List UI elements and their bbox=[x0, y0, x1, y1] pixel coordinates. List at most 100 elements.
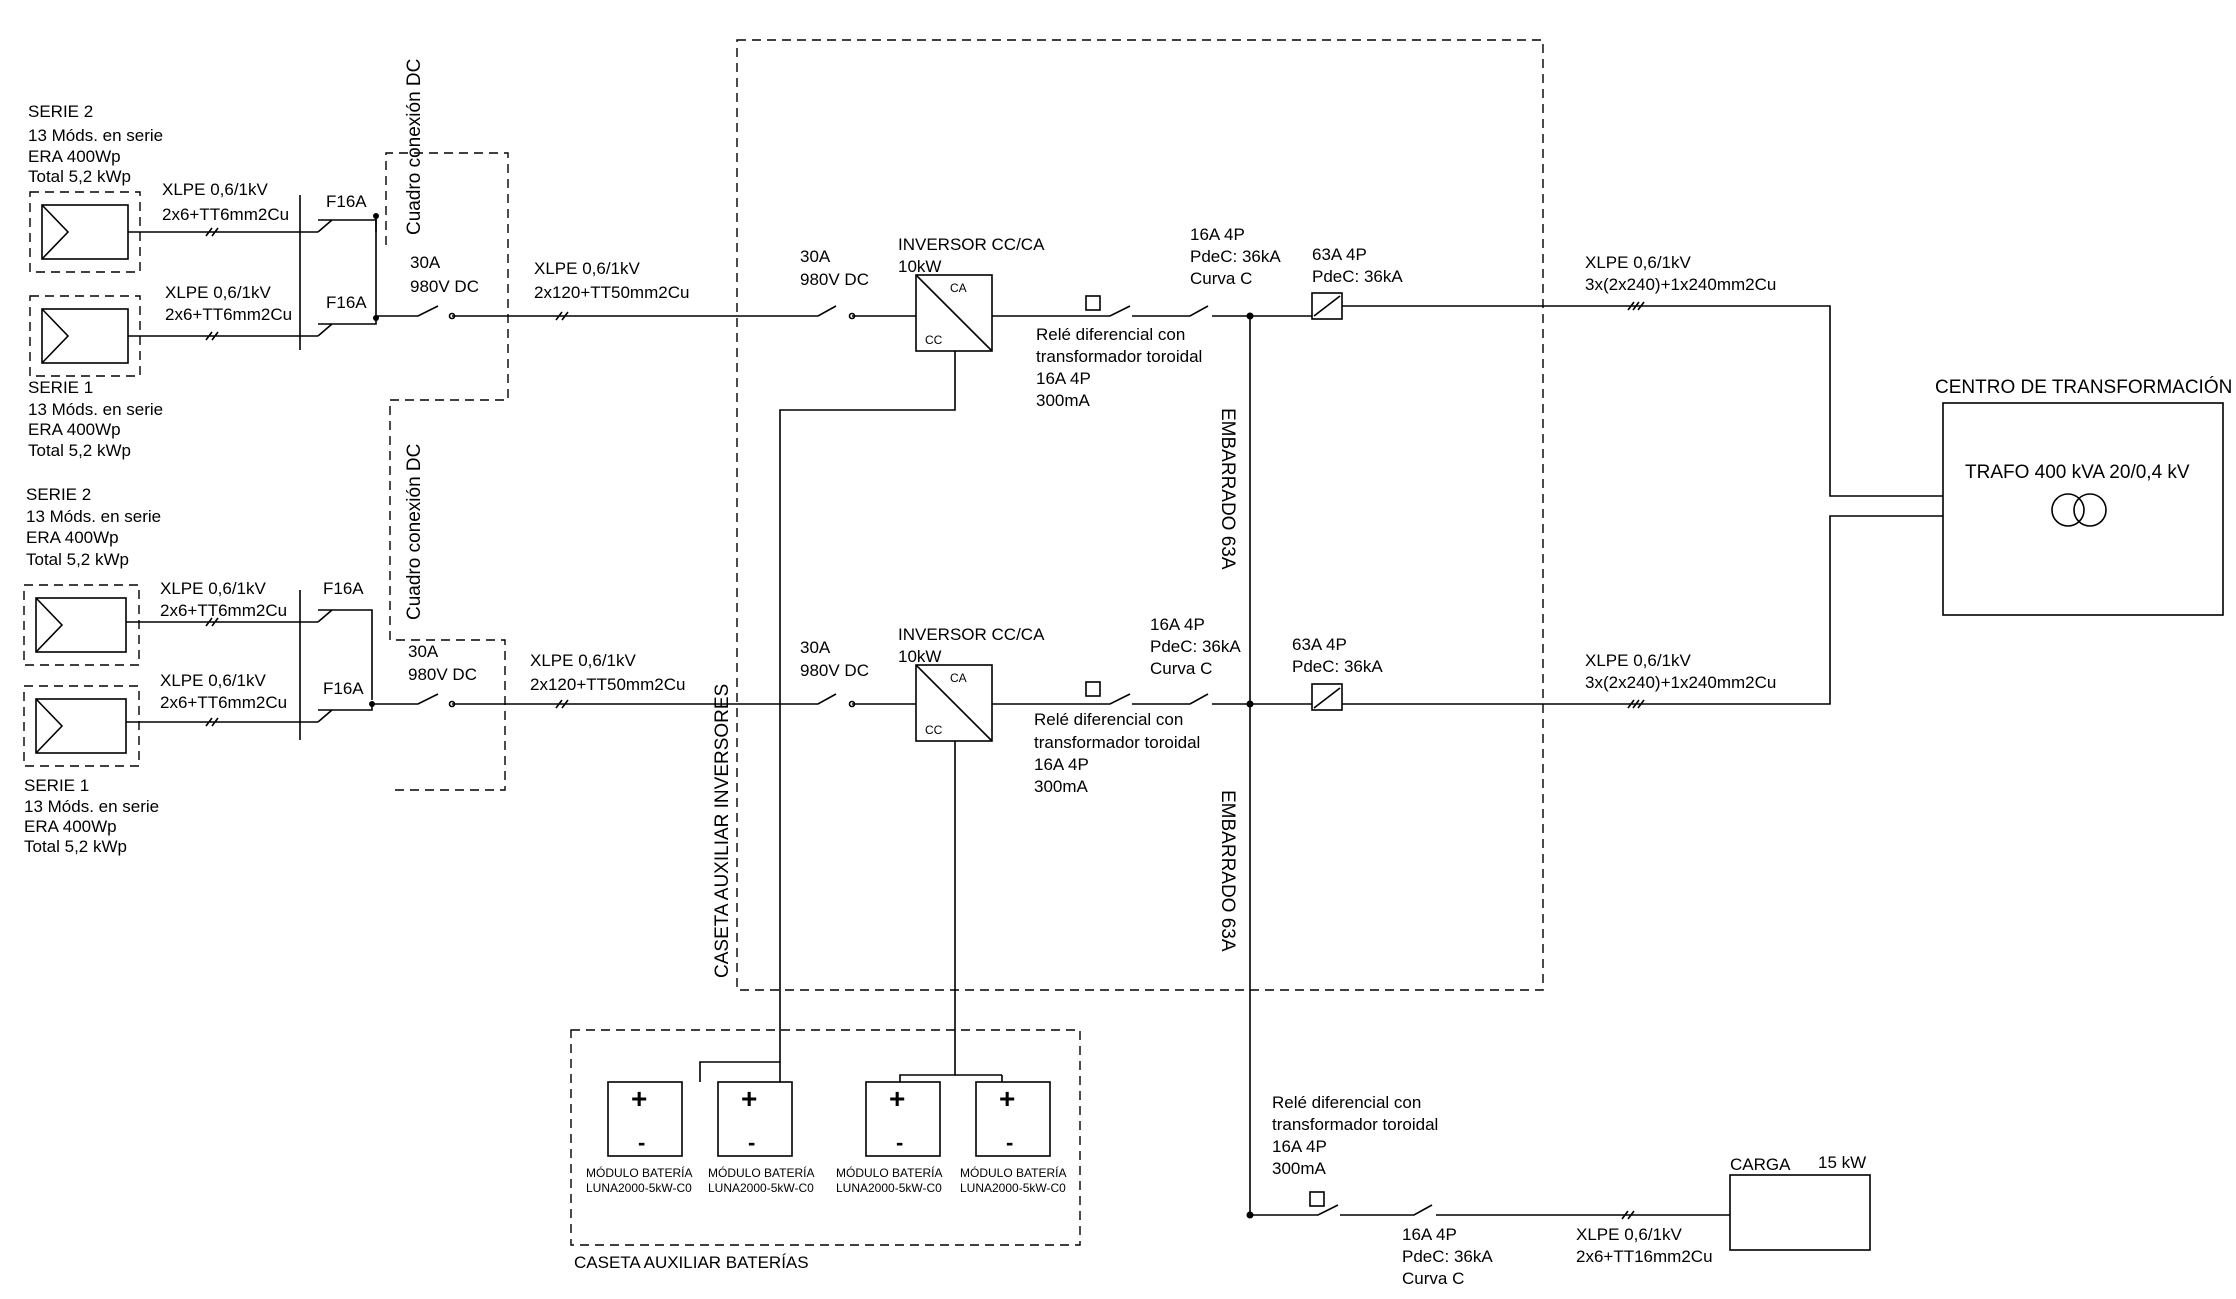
battery-module-1: + - MÓDULO BATERÍA LUNA2000-5kW-C0 bbox=[586, 1081, 692, 1195]
label-bottom-serie1: SERIE 1 13 Móds. en serie ERA 400Wp Tota… bbox=[24, 776, 159, 856]
transformation-centre bbox=[1942, 402, 2224, 616]
fuse-t1: F16A bbox=[326, 293, 367, 312]
dc-switch-top-b: 980V DC bbox=[410, 277, 479, 296]
relay-bot-1: Relé diferencial con bbox=[1034, 710, 1183, 729]
dc-feeder-bottom bbox=[372, 693, 916, 709]
ac-protection-top bbox=[1070, 292, 1458, 320]
b63-bot-1: 63A 4P bbox=[1292, 635, 1347, 654]
load-line bbox=[1246, 1191, 1730, 1220]
dc-switch-top-a: 30A bbox=[410, 253, 441, 272]
svg-text:+: + bbox=[631, 1083, 647, 1114]
svg-text:13 Móds. en serie: 13 Móds. en serie bbox=[24, 797, 159, 816]
inverter-bottom-power: 10kW bbox=[898, 647, 941, 666]
svg-text:CA: CA bbox=[950, 281, 967, 295]
svg-text:MÓDULO BATERÍA: MÓDULO BATERÍA bbox=[586, 1165, 692, 1180]
b16-top-2: PdeC: 36kA bbox=[1190, 247, 1281, 266]
battery-module-3: + - MÓDULO BATERÍA LUNA2000-5kW-C0 bbox=[836, 1081, 942, 1195]
inverter-top-title: INVERSOR CC/CA bbox=[898, 235, 1045, 254]
svg-text:+: + bbox=[999, 1083, 1015, 1114]
dc-box-title-bottom: Cuadro conexión DC bbox=[404, 444, 425, 620]
svg-text:13 Móds. en serie: 13 Móds. en serie bbox=[26, 507, 161, 526]
inverter-bottom-title: INVERSOR CC/CA bbox=[898, 625, 1045, 644]
load-box bbox=[1729, 1174, 1871, 1251]
svg-text:MÓDULO BATERÍA: MÓDULO BATERÍA bbox=[708, 1165, 814, 1180]
string-cable-b2b: 2x6+TT6mm2Cu bbox=[160, 601, 287, 620]
relay-top-2: transformador toroidal bbox=[1036, 347, 1202, 366]
ac-cable-bot-b: 3x(2x240)+1x240mm2Cu bbox=[1585, 673, 1776, 692]
battery-link-top bbox=[699, 351, 956, 1082]
svg-text:LUNA2000-5kW-C0: LUNA2000-5kW-C0 bbox=[708, 1181, 814, 1195]
fuse-b2: F16A bbox=[323, 579, 364, 598]
svg-text:ERA 400Wp: ERA 400Wp bbox=[28, 420, 121, 439]
battery-cabin-title: CASETA AUXILIAR BATERÍAS bbox=[574, 1253, 809, 1272]
ac-cable-top-b: 3x(2x240)+1x240mm2Cu bbox=[1585, 275, 1776, 294]
svg-text:SERIE 1: SERIE 1 bbox=[28, 378, 93, 397]
relay-load-1: Relé diferencial con bbox=[1272, 1093, 1421, 1112]
inverter-bottom: CA CC bbox=[915, 664, 1070, 742]
relay-top-4: 300mA bbox=[1036, 391, 1091, 410]
label-top-serie1: SERIE 1 13 Móds. en serie ERA 400Wp Tota… bbox=[28, 378, 163, 460]
svg-text:LUNA2000-5kW-C0: LUNA2000-5kW-C0 bbox=[586, 1181, 692, 1195]
dc-cable-top-b: 2x120+TT50mm2Cu bbox=[534, 283, 689, 302]
b16-top-1: 16A 4P bbox=[1190, 225, 1245, 244]
load-title: CARGA bbox=[1730, 1155, 1791, 1174]
svg-text:CA: CA bbox=[950, 671, 967, 685]
svg-text:ERA 400Wp: ERA 400Wp bbox=[28, 147, 121, 166]
pv-string-top-serie1 bbox=[29, 216, 377, 377]
inverter-top-power: 10kW bbox=[898, 257, 941, 276]
dc-feeder-top bbox=[376, 305, 916, 321]
dc-cable-top-a: XLPE 0,6/1kV bbox=[534, 259, 641, 278]
b16-bot-1: 16A 4P bbox=[1150, 615, 1205, 634]
string-cable-t1b: 2x6+TT6mm2Cu bbox=[165, 305, 292, 324]
ac-feeder-bottom bbox=[1458, 515, 1943, 709]
dc-box-top-boundary bbox=[385, 152, 509, 791]
label-bottom-serie2: SERIE 2 13 Móds. en serie ERA 400Wp Tota… bbox=[26, 485, 161, 569]
ac-protection-bottom bbox=[1070, 681, 1458, 711]
load-cable-a: XLPE 0,6/1kV bbox=[1576, 1225, 1683, 1244]
svg-text:-: - bbox=[638, 1130, 645, 1155]
svg-text:MÓDULO BATERÍA: MÓDULO BATERÍA bbox=[836, 1165, 942, 1180]
svg-text:SERIE 1: SERIE 1 bbox=[24, 776, 89, 795]
dc-box-title-top: Cuadro conexión DC bbox=[404, 59, 425, 235]
svg-text:Total 5,2 kWp: Total 5,2 kWp bbox=[28, 441, 131, 460]
load-power: 15 kW bbox=[1818, 1153, 1866, 1172]
b16-top-3: Curva C bbox=[1190, 269, 1252, 288]
pv-string-bottom-serie2 bbox=[23, 584, 373, 700]
load-cable-b: 2x6+TT16mm2Cu bbox=[1576, 1247, 1713, 1266]
dc-cable-bot-b: 2x120+TT50mm2Cu bbox=[530, 675, 685, 694]
b16-bot-3: Curva C bbox=[1150, 659, 1212, 678]
svg-text:SERIE 2: SERIE 2 bbox=[26, 485, 91, 504]
relay-bot-2: transformador toroidal bbox=[1034, 733, 1200, 752]
svg-text:Total 5,2 kWp: Total 5,2 kWp bbox=[26, 550, 129, 569]
transformation-title: CENTRO DE TRANSFORMACIÓN bbox=[1935, 376, 2232, 398]
cabin-switch-bot-a: 30A bbox=[800, 638, 831, 657]
svg-text:-: - bbox=[1006, 1130, 1013, 1155]
cabin-switch-top-a: 30A bbox=[800, 247, 831, 266]
svg-text:Total 5,2 kWp: Total 5,2 kWp bbox=[28, 167, 131, 186]
inverter-cabin-boundary bbox=[736, 39, 1544, 991]
relay-load-3: 16A 4P bbox=[1272, 1137, 1327, 1156]
relay-load-2: transformador toroidal bbox=[1272, 1115, 1438, 1134]
trafo-label: TRAFO 400 kVA 20/0,4 kV bbox=[1965, 462, 2190, 483]
svg-text:13 Móds. en serie: 13 Móds. en serie bbox=[28, 126, 163, 145]
load-breaker-2: PdeC: 36kA bbox=[1402, 1247, 1493, 1266]
string-cable-t2a: XLPE 0,6/1kV bbox=[162, 180, 269, 199]
battery-module-4: + - MÓDULO BATERÍA LUNA2000-5kW-C0 bbox=[960, 1081, 1066, 1195]
svg-text:MÓDULO BATERÍA: MÓDULO BATERÍA bbox=[960, 1165, 1066, 1180]
relay-top-1: Relé diferencial con bbox=[1036, 325, 1185, 344]
svg-text:+: + bbox=[889, 1083, 905, 1114]
svg-text:SERIE 2: SERIE 2 bbox=[28, 102, 93, 121]
svg-text:CC: CC bbox=[925, 333, 943, 347]
pv-string-top-serie2 bbox=[29, 191, 377, 273]
inverter-top: CA CC bbox=[915, 274, 1070, 352]
svg-text:Total 5,2 kWp: Total 5,2 kWp bbox=[24, 837, 127, 856]
string-cable-b1a: XLPE 0,6/1kV bbox=[160, 671, 267, 690]
b63-top-1: 63A 4P bbox=[1312, 245, 1367, 264]
cabin-switch-top-b: 980V DC bbox=[800, 270, 869, 289]
svg-text:LUNA2000-5kW-C0: LUNA2000-5kW-C0 bbox=[836, 1181, 942, 1195]
string-cable-b2a: XLPE 0,6/1kV bbox=[160, 579, 267, 598]
battery-link-bottom bbox=[899, 741, 956, 1082]
relay-bot-3: 16A 4P bbox=[1034, 755, 1089, 774]
fuse-t2: F16A bbox=[326, 192, 367, 211]
